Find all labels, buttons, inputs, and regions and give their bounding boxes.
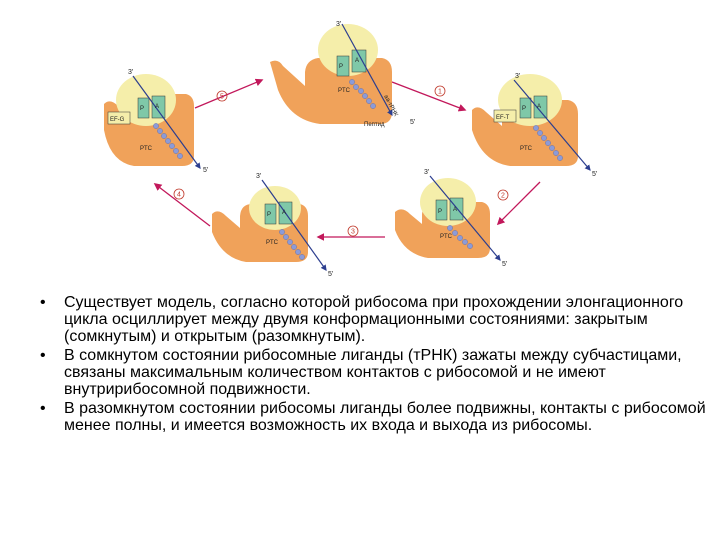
- bullet-symbol: •: [40, 294, 46, 311]
- site-a-label: A: [355, 58, 359, 64]
- bullet-text: Существует модель, согласно которой рибо…: [64, 294, 684, 345]
- trna-p: [519, 97, 532, 119]
- svg-text:5: 5: [220, 94, 224, 101]
- peptide-chain: [279, 229, 305, 260]
- mrna: [341, 23, 393, 117]
- peptide-chain: [349, 79, 376, 109]
- trna-p: [137, 97, 150, 119]
- mrna-5-end-label: 5': [410, 119, 415, 126]
- mrna: [513, 79, 591, 171]
- ribosome-state-top: P A PTC 3' 5' Пептид аа-тРНК: [270, 21, 415, 128]
- site-a-label: A: [537, 104, 541, 110]
- site-a-label: A: [453, 207, 457, 213]
- mrna-5-end-label: 5': [592, 171, 597, 178]
- site-p-label: P: [140, 106, 144, 112]
- step-marker-4: 4: [173, 188, 185, 200]
- step-marker-1: 1: [434, 85, 446, 97]
- trna-a: [533, 95, 548, 119]
- trna-a: [351, 49, 367, 73]
- site-p-label: P: [267, 212, 271, 218]
- ef-factor: [493, 109, 517, 123]
- svg-text:3: 3: [351, 229, 355, 236]
- svg-text:1: 1: [438, 89, 442, 96]
- small-subunit: [420, 178, 476, 226]
- bullet-item: • В сомкнутом состоянии рибосомные лиганд…: [40, 347, 710, 398]
- step-marker-2: 2: [497, 189, 509, 201]
- bullet-symbol: •: [40, 400, 46, 417]
- bullet-item: • Существует модель, согласно которой риб…: [40, 294, 710, 345]
- bullet-list: • Существует модель, согласно которой риб…: [40, 294, 710, 436]
- cycle-arrow-4: [153, 183, 211, 227]
- mrna: [429, 175, 501, 261]
- cycle-arrow-2: [496, 181, 541, 226]
- ribosome-state-bottom-left: P A PTC 3' 5': [212, 173, 333, 278]
- site-p-label: P: [522, 106, 526, 112]
- peptide-chain: [153, 123, 183, 159]
- ribosome-state-right-bottom: P A PTC 3' 5': [395, 169, 507, 268]
- ribosome-cycle-diagram: 1 2 3 4 5 P A PTC 3' 5' Пептид аа-тРНК: [104, 21, 597, 278]
- ef-label: EF-G: [110, 117, 125, 123]
- step-marker-3: 3: [347, 225, 359, 237]
- trna-p: [435, 199, 448, 221]
- bullet-text: В сомкнутом состоянии рибосомные лиганды…: [64, 347, 682, 398]
- mrna: [132, 75, 201, 169]
- ptc-label: PTC: [440, 234, 453, 240]
- site-p-label: P: [339, 64, 343, 70]
- bullet-symbol: •: [40, 347, 46, 364]
- step-marker-5: 5: [216, 90, 228, 102]
- bullet-text: В разомкнутом состоянии рибосомы лиганды…: [64, 400, 706, 434]
- mrna-3-end-label: 3': [128, 69, 133, 76]
- mrna-5-end-label: 5': [502, 261, 507, 268]
- ptc-label: PTC: [266, 240, 279, 246]
- trna-p: [264, 203, 277, 225]
- bullet-item: • В разомкнутом состоянии рибосомы лиганд…: [40, 400, 710, 434]
- peptide-label: Пептид: [364, 122, 385, 128]
- ptc-label: PTC: [338, 88, 351, 94]
- mrna-3-end-label: 3': [336, 21, 341, 28]
- site-a-label: A: [282, 210, 286, 216]
- ribosome-state-right-top: EF-T P A PTC 3' 5': [472, 73, 597, 178]
- mrna-5-end-label: 5': [328, 271, 333, 278]
- mrna: [261, 179, 327, 271]
- svg-text:4: 4: [177, 192, 181, 199]
- mrna-3-end-label: 3': [515, 73, 520, 80]
- peptide-chain: [447, 225, 473, 249]
- cycle-arrow-5: [194, 78, 264, 109]
- ef-factor: [107, 111, 131, 125]
- cycle-arrow-1: [391, 81, 467, 112]
- mrna-3-end-label: 3': [424, 169, 429, 176]
- site-a-label: A: [155, 104, 159, 110]
- mrna-5-end-label: 5': [203, 167, 208, 174]
- svg-text:2: 2: [501, 193, 505, 200]
- ef-label: EF-T: [496, 115, 510, 121]
- trna-p: [336, 55, 350, 77]
- ribosome-state-left-top: EF-G P A PTC 3' 5': [104, 69, 208, 174]
- site-p-label: P: [438, 209, 442, 215]
- peptide-chain: [533, 125, 563, 161]
- large-subunit: [270, 58, 392, 124]
- mrna-3-end-label: 3': [256, 173, 261, 180]
- ptc-label: PTC: [520, 146, 533, 152]
- ptc-label: PTC: [140, 146, 153, 152]
- trna-a: [151, 95, 166, 119]
